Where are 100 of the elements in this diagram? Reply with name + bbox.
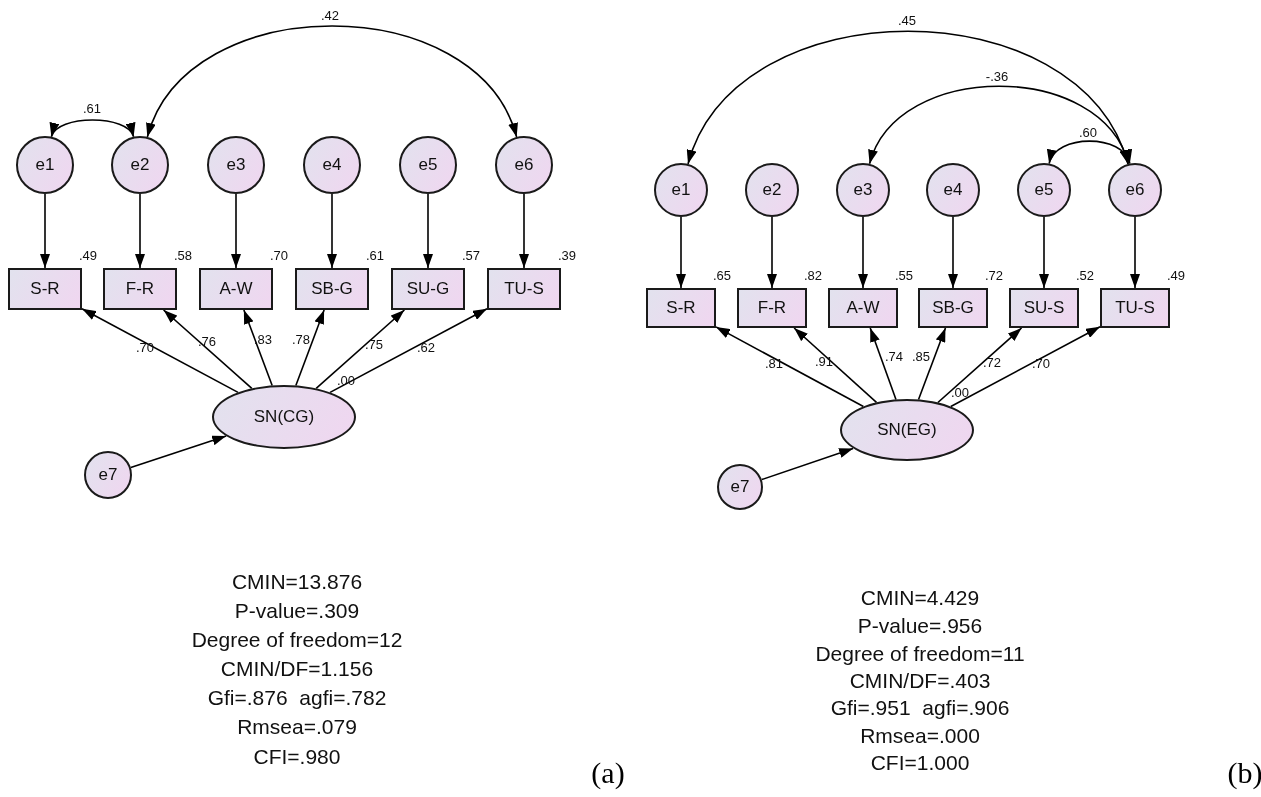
error-term-circle: e6 (495, 136, 553, 194)
fit-statistic: Degree of freedom=12 (191, 628, 403, 652)
value-label: .55 (894, 267, 914, 283)
arrow (917, 327, 947, 401)
arrow (130, 435, 227, 469)
error-term-circle: e6 (1108, 163, 1162, 217)
indicator-box: A-W (828, 288, 898, 328)
arrow (869, 327, 897, 401)
arrow (146, 25, 518, 138)
indicator-box: SB-G (295, 268, 369, 310)
edge-label: .91 (814, 353, 834, 369)
arrow (329, 307, 488, 394)
error-term-circle: e7 (717, 464, 763, 510)
value-label: .57 (461, 247, 481, 263)
arrow (858, 216, 868, 289)
arrow (519, 193, 529, 269)
panel-label: (b) (1227, 756, 1261, 790)
value-label: .39 (557, 247, 577, 263)
value-label: .00 (336, 372, 356, 388)
indicator-box: TU-S (487, 268, 561, 310)
error-term-circle: e1 (654, 163, 708, 217)
value-label: .70 (269, 247, 289, 263)
error-term-circle: e3 (207, 136, 265, 194)
arrow (295, 309, 325, 387)
value-label: .61 (365, 247, 385, 263)
value-label: .82 (803, 267, 823, 283)
value-label: .58 (173, 247, 193, 263)
fit-statistic: CFI=1.000 (870, 751, 970, 775)
indicator-box: SU-G (391, 268, 465, 310)
indicator-box: TU-S (1100, 288, 1170, 328)
arrow (1039, 216, 1049, 289)
error-term-circle: e4 (926, 163, 980, 217)
error-term-circle: e4 (303, 136, 361, 194)
fit-statistic: P-value=.956 (857, 614, 983, 638)
edge-label: .74 (884, 348, 904, 364)
edge-label: .81 (764, 355, 784, 371)
value-label: .49 (1166, 267, 1186, 283)
fit-statistic: Gfi=.951 agfi=.906 (830, 696, 1010, 720)
edge-label: .85 (911, 348, 931, 364)
arrow (1130, 216, 1140, 289)
arrow (760, 447, 854, 481)
value-label: .52 (1075, 267, 1095, 283)
edge-label: .60 (1078, 124, 1098, 140)
fit-statistic: CMIN/DF=1.156 (220, 657, 374, 681)
error-term-circle: e5 (399, 136, 457, 194)
value-label: .49 (78, 247, 98, 263)
arrow (950, 325, 1101, 408)
arrow (231, 193, 241, 269)
indicator-box: S-R (8, 268, 82, 310)
arrow (135, 193, 145, 269)
arrow (948, 216, 958, 289)
indicator-box: A-W (199, 268, 273, 310)
fit-statistic: P-value=.309 (234, 599, 360, 623)
edge-label: .61 (82, 100, 102, 116)
arrow (767, 216, 777, 289)
latent-variable-ellipse: SN(EG) (840, 399, 974, 461)
fit-statistic: Rmsea=.000 (860, 724, 980, 748)
edge-label: -.36 (985, 68, 1009, 84)
fit-statistic: CMIN=13.876 (231, 570, 363, 594)
error-term-circle: e3 (836, 163, 890, 217)
indicator-box: SB-G (918, 288, 988, 328)
edge-label: .62 (416, 339, 436, 355)
arrow (676, 216, 686, 289)
arrow (423, 193, 433, 269)
fit-statistic: Degree of freedom=11 (815, 642, 1025, 666)
fit-statistic: Rmsea=.079 (237, 715, 357, 739)
edge-label: .72 (982, 354, 1002, 370)
edge-label: .42 (320, 7, 340, 23)
value-label: .65 (712, 267, 732, 283)
fit-statistic: CMIN/DF=.403 (849, 669, 991, 693)
arrow (715, 326, 865, 408)
edge-label: .83 (253, 331, 273, 347)
latent-variable-ellipse: SN(CG) (212, 385, 356, 449)
arrow (1048, 140, 1131, 165)
edge-label: .76 (197, 333, 217, 349)
error-term-circle: e2 (111, 136, 169, 194)
arrow (868, 85, 1130, 165)
indicator-box: S-R (646, 288, 716, 328)
fit-statistic: Gfi=.876 agfi=.782 (207, 686, 387, 710)
panel-label: (a) (591, 756, 625, 790)
error-term-circle: e7 (84, 451, 132, 499)
value-label: .00 (950, 384, 970, 400)
edge-label: .70 (135, 339, 155, 355)
indicator-box: F-R (737, 288, 807, 328)
arrow (50, 119, 135, 138)
error-term-circle: e1 (16, 136, 74, 194)
indicator-box: SU-S (1009, 288, 1079, 328)
edge-label: .78 (291, 331, 311, 347)
edge-label: .45 (897, 12, 917, 28)
edge-label: .70 (1031, 355, 1051, 371)
arrow (687, 30, 1129, 165)
arrow (81, 308, 239, 394)
arrow (327, 193, 337, 269)
arrow (40, 193, 50, 269)
error-term-circle: e5 (1017, 163, 1071, 217)
fit-statistic: CFI=.980 (253, 745, 341, 769)
error-term-circle: e2 (745, 163, 799, 217)
indicator-box: F-R (103, 268, 177, 310)
fit-statistic: CMIN=4.429 (860, 586, 980, 610)
value-label: .72 (984, 267, 1004, 283)
